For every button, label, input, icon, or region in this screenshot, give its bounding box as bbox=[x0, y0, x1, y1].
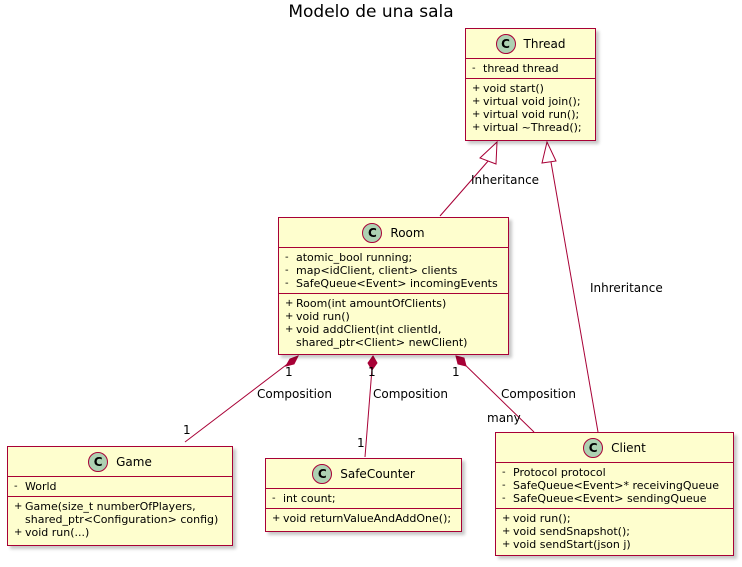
class-game: C Game -World +Game(size_t numberOfPlaye… bbox=[7, 446, 233, 546]
attribute-row: -Protocol protocol bbox=[502, 466, 606, 479]
class-icon: C bbox=[88, 451, 109, 472]
class-safecounter: C SafeCounter -int count; +void returnVa… bbox=[265, 458, 462, 532]
class-room-name: Room bbox=[390, 225, 425, 240]
class-icon: C bbox=[362, 222, 383, 243]
method-row: +virtual void run(); bbox=[472, 108, 580, 121]
composition-label-counter: Composition bbox=[373, 387, 448, 401]
method-row: shared_ptr<Configuration> config) bbox=[25, 513, 219, 526]
diagram-title: Modelo de una sala bbox=[288, 2, 454, 22]
composition-mult-from-game: 1 bbox=[285, 365, 293, 379]
class-game-name: Game bbox=[116, 454, 152, 469]
class-safecounter-attributes: -int count; bbox=[266, 489, 461, 508]
method-row: +void run(); bbox=[502, 512, 571, 525]
inheritance-arrow-client bbox=[541, 140, 557, 164]
attribute-row: -int count; bbox=[272, 492, 336, 505]
composition-diamond-client bbox=[455, 355, 467, 367]
class-icon: C bbox=[312, 463, 333, 484]
class-thread: C Thread -thread thread +void start() +v… bbox=[465, 28, 596, 141]
class-client-methods: +void run(); +void sendSnapshot(); +void… bbox=[496, 508, 733, 554]
method-row: +void run(...) bbox=[14, 526, 90, 539]
attribute-row: -map<idClient, client> clients bbox=[285, 264, 458, 277]
class-safecounter-methods: +void returnValueAndAddOne(); bbox=[266, 508, 461, 528]
class-client-name: Client bbox=[611, 440, 646, 455]
composition-diamond-counter bbox=[367, 355, 378, 371]
inheritance-label-client: Inhreritance bbox=[590, 281, 663, 295]
class-game-methods: +Game(size_t numberOfPlayers, shared_ptr… bbox=[8, 496, 232, 542]
class-safecounter-header: C SafeCounter bbox=[266, 459, 461, 489]
composition-label-client: Composition bbox=[501, 387, 576, 401]
method-row: +void start() bbox=[472, 82, 544, 95]
attribute-row: -SafeQueue<Event> sendingQueue bbox=[502, 492, 707, 505]
class-thread-name: Thread bbox=[523, 36, 566, 51]
attribute-row: -SafeQueue<Event>* receivingQueue bbox=[502, 479, 720, 492]
method-row: +void addClient(int clientId, bbox=[285, 323, 442, 336]
composition-mult-to-client: many bbox=[487, 411, 521, 425]
class-thread-attributes: -thread thread bbox=[466, 59, 595, 78]
composition-mult-to-counter: 1 bbox=[357, 436, 365, 450]
class-room-methods: +Room(int amountOfClients) +void run() +… bbox=[279, 293, 508, 352]
class-thread-methods: +void start() +virtual void join(); +vir… bbox=[466, 78, 595, 137]
inheritance-line-room bbox=[439, 159, 490, 217]
method-row: +virtual ~Thread(); bbox=[472, 121, 582, 134]
method-row: +void run() bbox=[285, 310, 350, 323]
composition-line-counter bbox=[364, 355, 374, 458]
method-row: +void sendSnapshot(); bbox=[502, 525, 630, 538]
class-game-attributes: -World bbox=[8, 477, 232, 496]
composition-mult-from-client: 1 bbox=[452, 365, 460, 379]
inheritance-arrow-room bbox=[479, 140, 498, 165]
method-row: +void returnValueAndAddOne(); bbox=[272, 512, 452, 525]
composition-mult-to-game: 1 bbox=[183, 423, 191, 437]
attribute-row: -SafeQueue<Event> incomingEvents bbox=[285, 277, 498, 290]
class-icon: C bbox=[495, 33, 516, 54]
composition-diamond-game bbox=[284, 355, 300, 367]
method-row: +Game(size_t numberOfPlayers, bbox=[14, 500, 196, 513]
method-row: +void sendStart(json j) bbox=[502, 538, 631, 551]
class-game-header: C Game bbox=[8, 447, 232, 477]
attribute-row: -World bbox=[14, 480, 57, 493]
composition-line-game bbox=[184, 355, 299, 443]
method-row: +virtual void join(); bbox=[472, 95, 581, 108]
inheritance-line-client bbox=[550, 161, 599, 433]
class-thread-header: C Thread bbox=[466, 29, 595, 59]
class-room-attributes: -atomic_bool running; -map<idClient, cli… bbox=[279, 248, 508, 293]
class-client: C Client -Protocol protocol -SafeQueue<E… bbox=[495, 432, 734, 556]
method-row: +Room(int amountOfClients) bbox=[285, 297, 447, 310]
method-row: shared_ptr<Client> newClient) bbox=[296, 336, 468, 349]
attribute-row: -atomic_bool running; bbox=[285, 251, 413, 264]
attribute-row: -thread thread bbox=[472, 62, 559, 75]
class-room: C Room -atomic_bool running; -map<idClie… bbox=[278, 217, 509, 355]
class-client-attributes: -Protocol protocol -SafeQueue<Event>* re… bbox=[496, 463, 733, 508]
composition-label-game: Composition bbox=[257, 387, 332, 401]
class-room-header: C Room bbox=[279, 218, 508, 248]
composition-line-client bbox=[455, 355, 535, 433]
class-icon: C bbox=[583, 437, 604, 458]
composition-mult-from-counter: 1 bbox=[368, 365, 376, 379]
class-client-header: C Client bbox=[496, 433, 733, 463]
class-safecounter-name: SafeCounter bbox=[340, 466, 415, 481]
inheritance-label-room: Inheritance bbox=[471, 173, 539, 187]
